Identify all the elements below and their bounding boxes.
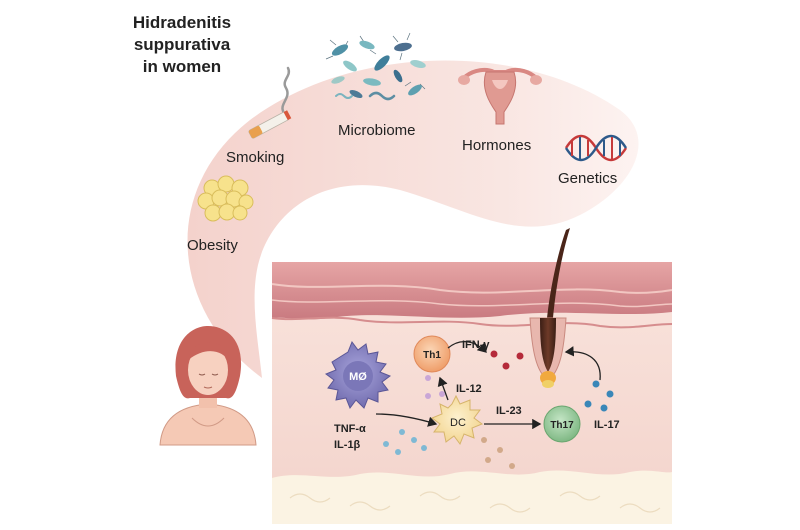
hair-follicle-icon	[529, 228, 570, 388]
factor-hormones: Hormones	[462, 137, 531, 154]
title-line-2: suppurativa	[134, 35, 231, 54]
factor-genetics: Genetics	[558, 170, 617, 187]
cytokine-il23: IL-23	[496, 405, 522, 417]
title-line-3: in women	[143, 57, 221, 76]
uterus-icon	[458, 67, 542, 125]
cytokine-tnf-alpha: TNF-α	[334, 423, 366, 435]
title-line-1: Hidradenitis	[133, 13, 231, 32]
macrophage-label: MØ	[349, 371, 367, 383]
cytokine-ifn-gamma: IFN-γ	[462, 339, 490, 351]
factor-smoking: Smoking	[226, 149, 284, 166]
cytokine-il12: IL-12	[456, 383, 482, 395]
th17-cell: Th17	[543, 405, 581, 443]
bacteria-icon	[325, 32, 426, 101]
factor-microbiome: Microbiome	[338, 122, 416, 139]
cigarette-icon	[248, 66, 292, 139]
th1-label: Th1	[423, 350, 441, 361]
th17-label: Th17	[550, 420, 574, 431]
macrophage-cell: MØ	[324, 340, 392, 410]
dna-icon	[564, 134, 628, 162]
signal-arrows	[375, 341, 601, 430]
arrow-th1-to-ifng	[447, 341, 487, 353]
fat-cells-icon	[197, 175, 254, 222]
woman-icon	[159, 326, 257, 446]
cytokine-il1b: IL-1β	[334, 439, 361, 451]
arrow-il17-to-follicle	[564, 346, 601, 381]
dendritic-label: DC	[450, 417, 466, 429]
factor-obesity: Obesity	[187, 237, 238, 254]
th1-cell: Th1	[413, 335, 451, 373]
cytokine-il17: IL-17	[594, 419, 620, 431]
arrow-dc-to-th1	[437, 376, 449, 401]
cytokine-dots	[383, 350, 614, 469]
diagram-title: Hidradenitis suppurativa in women	[133, 13, 231, 76]
risk-factor-banner	[187, 60, 639, 378]
arrow-macrophage-to-dc	[375, 413, 438, 427]
